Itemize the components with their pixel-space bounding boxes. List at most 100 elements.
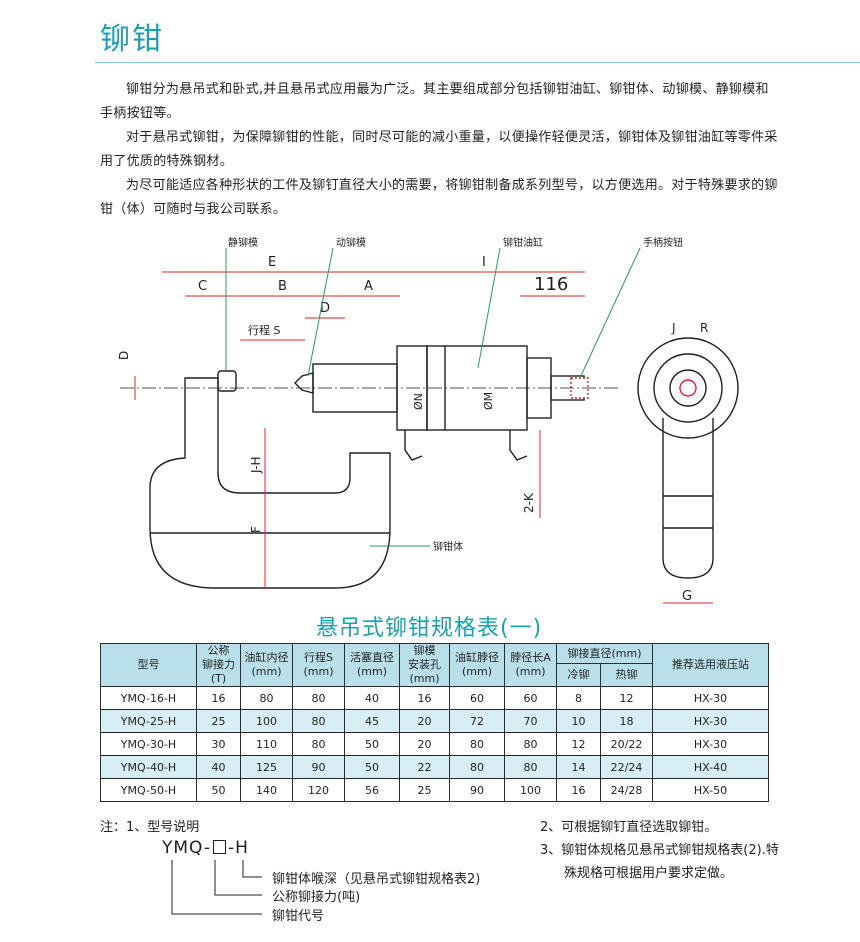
cell-model: YMQ-25-H	[100, 709, 197, 733]
dim-label-H: J-H	[249, 457, 263, 474]
cell-stroke: 80	[292, 732, 345, 756]
cell-stroke: 80	[292, 709, 345, 733]
dim-label-I: I	[482, 255, 486, 270]
cell-neck-len: 60	[504, 686, 557, 710]
cell-station: HX-50	[652, 778, 769, 802]
cell-hot: 24/28	[600, 778, 653, 802]
cell-force: 40	[196, 755, 241, 779]
cell-piston: 45	[344, 709, 400, 733]
dim-label-small-d: D	[117, 351, 131, 360]
header-piston-line: (mm)	[356, 665, 387, 678]
dim-label-116: 116	[534, 274, 568, 295]
header-stroke-line: (mm)	[303, 665, 334, 678]
moving-die	[294, 372, 314, 394]
header-bore: 油缸内径 (mm)	[240, 643, 293, 687]
header-rivet-dia: 铆接直径(mm)	[556, 642, 653, 665]
table-header-row: 型号 公称 铆接力 (T) 油缸内径 (mm) 行程S (mm) 活塞直径 (m…	[100, 642, 769, 687]
header-neck-len: 脖径长A (mm)	[504, 643, 557, 687]
legend-clamp-code: 铆钳代号	[272, 909, 325, 924]
header-piston-line: 活塞直径	[350, 651, 394, 664]
intro-paragraph-1: 铆钳分为悬吊式和卧式,并且悬吊式应用最为广泛。其主要组成部分包括铆钳油缸、铆钳体…	[100, 82, 769, 121]
cell-station: HX-40	[652, 755, 769, 779]
note-1: 注：1、型号说明	[100, 820, 200, 835]
leader-moving-die	[307, 247, 334, 377]
table-title: 悬吊式铆钳规格表(一)	[316, 616, 543, 641]
header-neck-dia-line: (mm)	[461, 665, 492, 678]
dim-label-ON: ØN	[412, 393, 425, 410]
header-bore-line: (mm)	[251, 665, 282, 678]
model-code-prefix: YMQ-	[162, 838, 212, 858]
note-2: 2、可根据铆钉直径选取铆钳。	[540, 820, 718, 835]
cell-piston: 56	[344, 778, 400, 802]
cell-bore: 140	[240, 778, 293, 802]
callout-handle-button: 手柄按钮	[643, 236, 683, 249]
cell-force: 25	[196, 709, 241, 733]
dim-label-A: A	[364, 279, 373, 294]
dim-label-S: 行程 S	[248, 324, 280, 337]
cell-bore: 100	[240, 709, 293, 733]
header-force-line: 公称	[207, 644, 230, 657]
header-neck-dia-line: 油缸脖径	[455, 651, 499, 664]
header-hole-line: (mm)	[409, 672, 440, 685]
cell-cold: 14	[556, 755, 601, 779]
table-subheader-row: 冷铆 热铆	[101, 663, 769, 687]
dim-label-F: F	[249, 526, 263, 533]
header-piston: 活塞直径 (mm)	[344, 643, 400, 687]
cell-hot: 12	[600, 686, 653, 710]
model-code-suffix: -H	[228, 838, 249, 858]
cell-station: HX-30	[652, 709, 769, 733]
cell-hot: 18	[600, 709, 653, 733]
header-model: 型号	[100, 643, 197, 687]
dim-label-J: J	[671, 321, 676, 335]
dim-label-K: 2-K	[522, 492, 536, 513]
dim-label-C: C	[198, 279, 207, 294]
header-hot: 热铆	[600, 663, 653, 687]
header-neck-len-line: (mm)	[515, 665, 546, 678]
title-divider	[95, 62, 860, 63]
side-view	[637, 337, 739, 579]
intro-paragraph-2: 对于悬吊式铆钳，为保障铆钳的性能，同时尽可能的减小重量，以便操作轻便灵活，铆钳体…	[100, 130, 778, 169]
header-neck-len-line: 脖径长A	[510, 651, 551, 664]
header-hole-line: 安装孔	[408, 658, 441, 671]
leader-handle	[579, 247, 641, 379]
cell-force: 50	[196, 778, 241, 802]
cell-model: YMQ-40-H	[100, 755, 197, 779]
cell-cold: 10	[556, 709, 601, 733]
table-row: YMQ-16-H 16 80 80 40 16 60 60 8 12 HX-30	[100, 686, 769, 710]
notes-right: 2、可根据铆钉直径选取铆钳。 3、铆钳体规格见悬吊式铆钳规格表(2).特殊规格可…	[540, 816, 780, 885]
cell-hole: 20	[399, 709, 450, 733]
cell-bore: 110	[240, 732, 293, 756]
cell-stroke: 90	[292, 755, 345, 779]
legend-throat-depth: 铆钳体喉深（见悬吊式铆钳规格表2)	[272, 872, 481, 887]
cell-hole: 16	[399, 686, 450, 710]
cell-cold: 16	[556, 778, 601, 802]
dim-label-B: B	[278, 279, 287, 294]
page-title: 铆钳	[100, 22, 164, 57]
cell-bore: 80	[240, 686, 293, 710]
hose-fitting-left	[404, 430, 423, 461]
cell-hot: 22/24	[600, 755, 653, 779]
header-stroke: 行程S (mm)	[292, 643, 345, 687]
cell-station: HX-30	[652, 732, 769, 756]
header-hole-line: 铆模	[413, 644, 436, 657]
table-row: YMQ-40-H 40 125 90 50 22 80 80 14 22/24 …	[100, 755, 769, 779]
header-stroke-line: 行程S	[304, 651, 333, 664]
cell-neck-len: 100	[504, 778, 557, 802]
cell-bore: 125	[240, 755, 293, 779]
callout-body: 铆钳体	[433, 540, 463, 553]
header-neck-dia: 油缸脖径 (mm)	[449, 643, 505, 687]
cell-neck-len: 70	[504, 709, 557, 733]
model-code: YMQ- -H	[162, 838, 249, 858]
header-force-line: (T)	[210, 672, 227, 685]
legend-nominal-force: 公称铆接力(吨)	[272, 890, 361, 905]
cell-stroke: 120	[292, 778, 345, 802]
spec-table: 型号 公称 铆接力 (T) 油缸内径 (mm) 行程S (mm) 活塞直径 (m…	[100, 642, 769, 802]
dim-label-G: G	[682, 589, 692, 604]
callout-static-die: 静铆模	[228, 236, 258, 249]
intro-text: 铆钳分为悬吊式和卧式,并且悬吊式应用最为广泛。其主要组成部分包括铆钳油缸、铆钳体…	[100, 78, 780, 222]
table-row: YMQ-50-H 50 140 120 56 25 90 100 16 24/2…	[100, 778, 769, 802]
note-3: 3、铆钳体规格见悬吊式铆钳规格表(2).特殊规格可根据用户要求定做。	[540, 843, 779, 881]
cell-hot: 20/22	[600, 732, 653, 756]
cell-neck-len: 80	[504, 755, 557, 779]
